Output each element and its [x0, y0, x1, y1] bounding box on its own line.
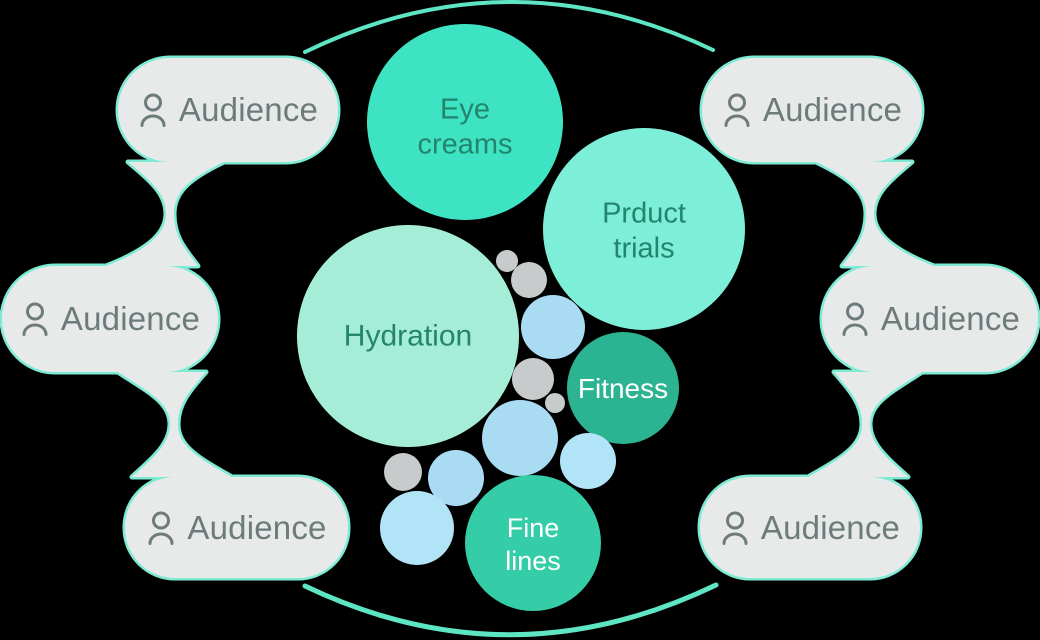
small-bubble-3	[521, 295, 585, 359]
bubble-prduct-trials	[543, 128, 745, 330]
small-bubble-9	[428, 450, 484, 506]
small-bubble-5	[545, 393, 565, 413]
bubble-eye-creams	[367, 24, 563, 220]
bottom-arc	[302, 582, 719, 638]
audience-cluster-left-fill	[2, 58, 348, 578]
small-bubble-2	[511, 262, 547, 298]
bubble-hydration	[297, 225, 519, 447]
small-bubble-4	[512, 358, 554, 400]
small-bubble-1	[496, 250, 518, 272]
bubble-fitness	[567, 332, 679, 444]
small-bubble-8	[384, 453, 422, 491]
small-bubble-6	[482, 400, 558, 476]
small-bubble-10	[380, 491, 454, 565]
top-arc	[303, 0, 715, 54]
small-bubble-7	[560, 433, 616, 489]
bubble-fine-lines	[465, 475, 601, 611]
audience-cluster-right-fill	[700, 58, 1038, 578]
